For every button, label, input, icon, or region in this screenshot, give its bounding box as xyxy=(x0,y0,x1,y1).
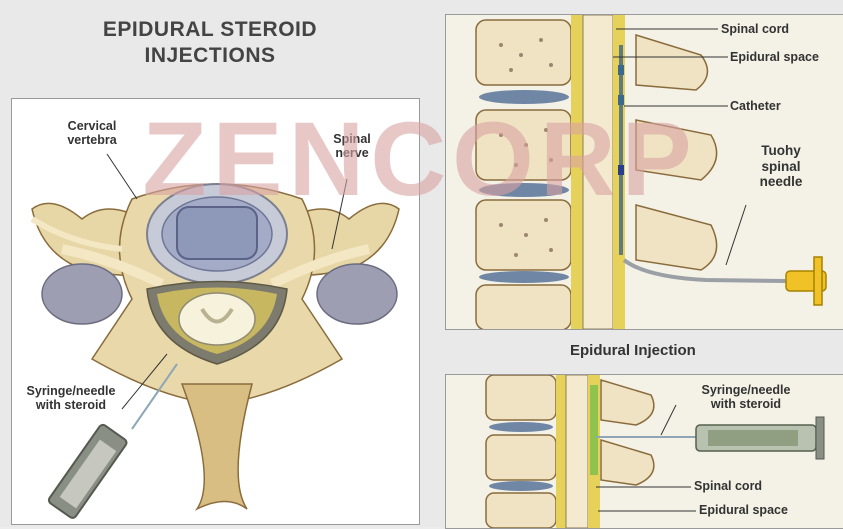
epidural-injection-panel: Syringe/needle with steroid Spinal cord … xyxy=(445,374,843,529)
label-spinal-cord-top: Spinal cord xyxy=(721,22,789,36)
label-syringe-needle: Syringe/needle with steroid xyxy=(16,384,126,413)
label-spinal-nerve: Spinal nerve xyxy=(322,132,382,161)
cervical-vertebra-panel: Cervical vertebra Spinal nerve Syringe/n… xyxy=(11,98,420,525)
label-spinal-cord-bottom: Spinal cord xyxy=(694,479,762,493)
title-line-1: EPIDURAL STEROID xyxy=(60,18,360,42)
title-line-2: INJECTIONS xyxy=(60,44,360,68)
cervical-vertebra-illustration xyxy=(12,99,419,524)
diagram-title: EPIDURAL STEROID INJECTIONS xyxy=(60,18,360,68)
section-label-epidural-injection: Epidural Injection xyxy=(570,342,696,359)
label-cervical-vertebra: Cervical vertebra xyxy=(47,119,137,148)
label-syringe-needle-bottom: Syringe/needle with steroid xyxy=(686,383,806,412)
label-tuohy-needle: Tuohy spinal needle xyxy=(746,143,816,190)
label-epidural-space-bottom: Epidural space xyxy=(699,503,788,517)
label-catheter: Catheter xyxy=(730,99,781,113)
epidural-catheter-panel: Spinal cord Epidural space Catheter Tuoh… xyxy=(445,14,843,330)
label-epidural-space-top: Epidural space xyxy=(730,50,819,64)
